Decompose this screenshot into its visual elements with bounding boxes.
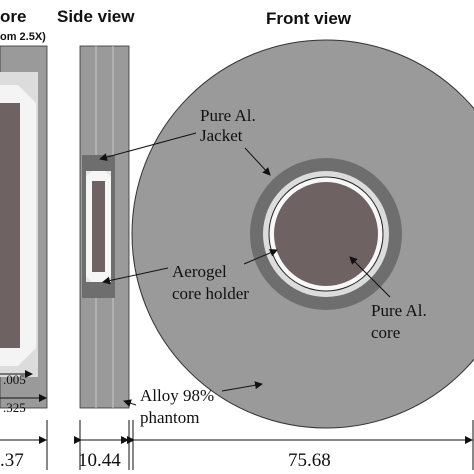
- core-small-dim-2: .325: [3, 400, 26, 415]
- core-label-line2: core: [371, 323, 400, 342]
- side-view: Side view: [57, 7, 135, 409]
- dimension-lines: .37 10.44 75.68: [0, 420, 474, 471]
- dim-core-width: .37: [0, 450, 24, 471]
- side-view-title: Side view: [57, 7, 135, 26]
- jacket-arrow-side: [99, 132, 197, 162]
- core-view-title: ore: [0, 7, 26, 26]
- holder-arrow-front: [243, 249, 278, 265]
- core-zoom-core: [0, 103, 20, 348]
- front-view: Front view: [131, 9, 474, 429]
- front-core: [274, 182, 378, 286]
- side-core: [92, 181, 105, 272]
- core-small-dim-1: .005: [3, 372, 26, 387]
- core-view-zoom-note: om 2.5X): [0, 31, 46, 43]
- callouts: Pure Al. Jacket Aerogel core holder Pure…: [99, 106, 427, 427]
- jacket-label-line1: Pure Al.: [200, 106, 256, 125]
- holder-label-line2: core holder: [172, 284, 249, 303]
- dim-side-width: 10.44: [78, 450, 121, 471]
- dim-front-diameter: 75.68: [288, 450, 331, 471]
- jacket-label-line2: Jacket: [200, 126, 243, 145]
- phantom-label-line1: Alloy 98%: [140, 386, 214, 405]
- holder-arrow-side: [102, 267, 169, 285]
- front-view-title: Front view: [266, 9, 352, 28]
- core-arrow-front: [349, 256, 391, 298]
- jacket-arrow-front: [244, 147, 271, 176]
- core-zoom-view: .005 .325 ore om 2.5X): [0, 7, 48, 415]
- holder-label-line1: Aerogel: [172, 262, 227, 281]
- core-label-line1: Pure Al.: [371, 301, 427, 320]
- phantom-arrow-side: [123, 399, 137, 408]
- phantom-label-line2: phantom: [140, 408, 200, 427]
- phantom-arrow-front: [221, 381, 263, 392]
